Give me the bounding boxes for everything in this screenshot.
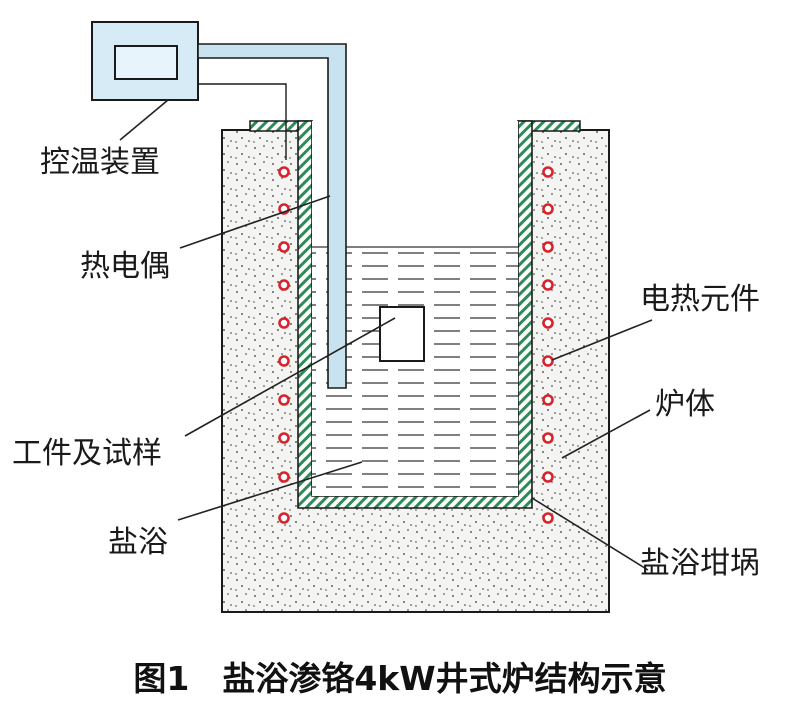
heater-coil xyxy=(542,432,554,444)
heating-elements-right xyxy=(542,166,554,524)
leader-salt-bath xyxy=(177,461,363,521)
heater-coil xyxy=(542,512,554,524)
leader-furnace-body xyxy=(561,409,651,459)
leader-thermocouple xyxy=(179,195,331,249)
heater-coil xyxy=(542,394,554,406)
heater-coil xyxy=(542,241,554,253)
heater-coil xyxy=(542,279,554,291)
heater-coil xyxy=(278,471,290,483)
figure-caption: 图1 盐浴渗铬4kW井式炉结构示意 xyxy=(133,659,666,698)
heater-coil xyxy=(278,432,290,444)
heater-coil xyxy=(542,355,554,367)
heater-coil xyxy=(278,394,290,406)
heater-coil xyxy=(278,166,290,178)
label-furnace-body: 炉体 xyxy=(655,387,715,422)
label-workpiece: 工件及试样 xyxy=(12,436,162,471)
heater-coil xyxy=(542,203,554,215)
controller-display xyxy=(114,45,178,80)
label-heating-element: 电热元件 xyxy=(640,282,760,317)
heater-coil xyxy=(278,512,290,524)
label-salt-bath: 盐浴 xyxy=(108,525,168,560)
heater-coil xyxy=(542,166,554,178)
heater-coil xyxy=(278,317,290,329)
label-crucible: 盐浴坩埚 xyxy=(640,546,760,581)
heater-coil xyxy=(542,471,554,483)
leader-workpiece xyxy=(184,317,396,437)
heater-coil xyxy=(278,241,290,253)
leader-crucible xyxy=(531,497,649,571)
workpiece-sample xyxy=(379,306,425,362)
heater-coil xyxy=(278,355,290,367)
controller-wire xyxy=(198,83,287,160)
label-controller: 控温装置 xyxy=(40,145,160,180)
heater-coil xyxy=(542,317,554,329)
leader-controller xyxy=(119,99,169,141)
heater-coil xyxy=(278,279,290,291)
label-thermocouple: 热电偶 xyxy=(80,249,170,284)
leader-heating-element xyxy=(551,319,653,361)
